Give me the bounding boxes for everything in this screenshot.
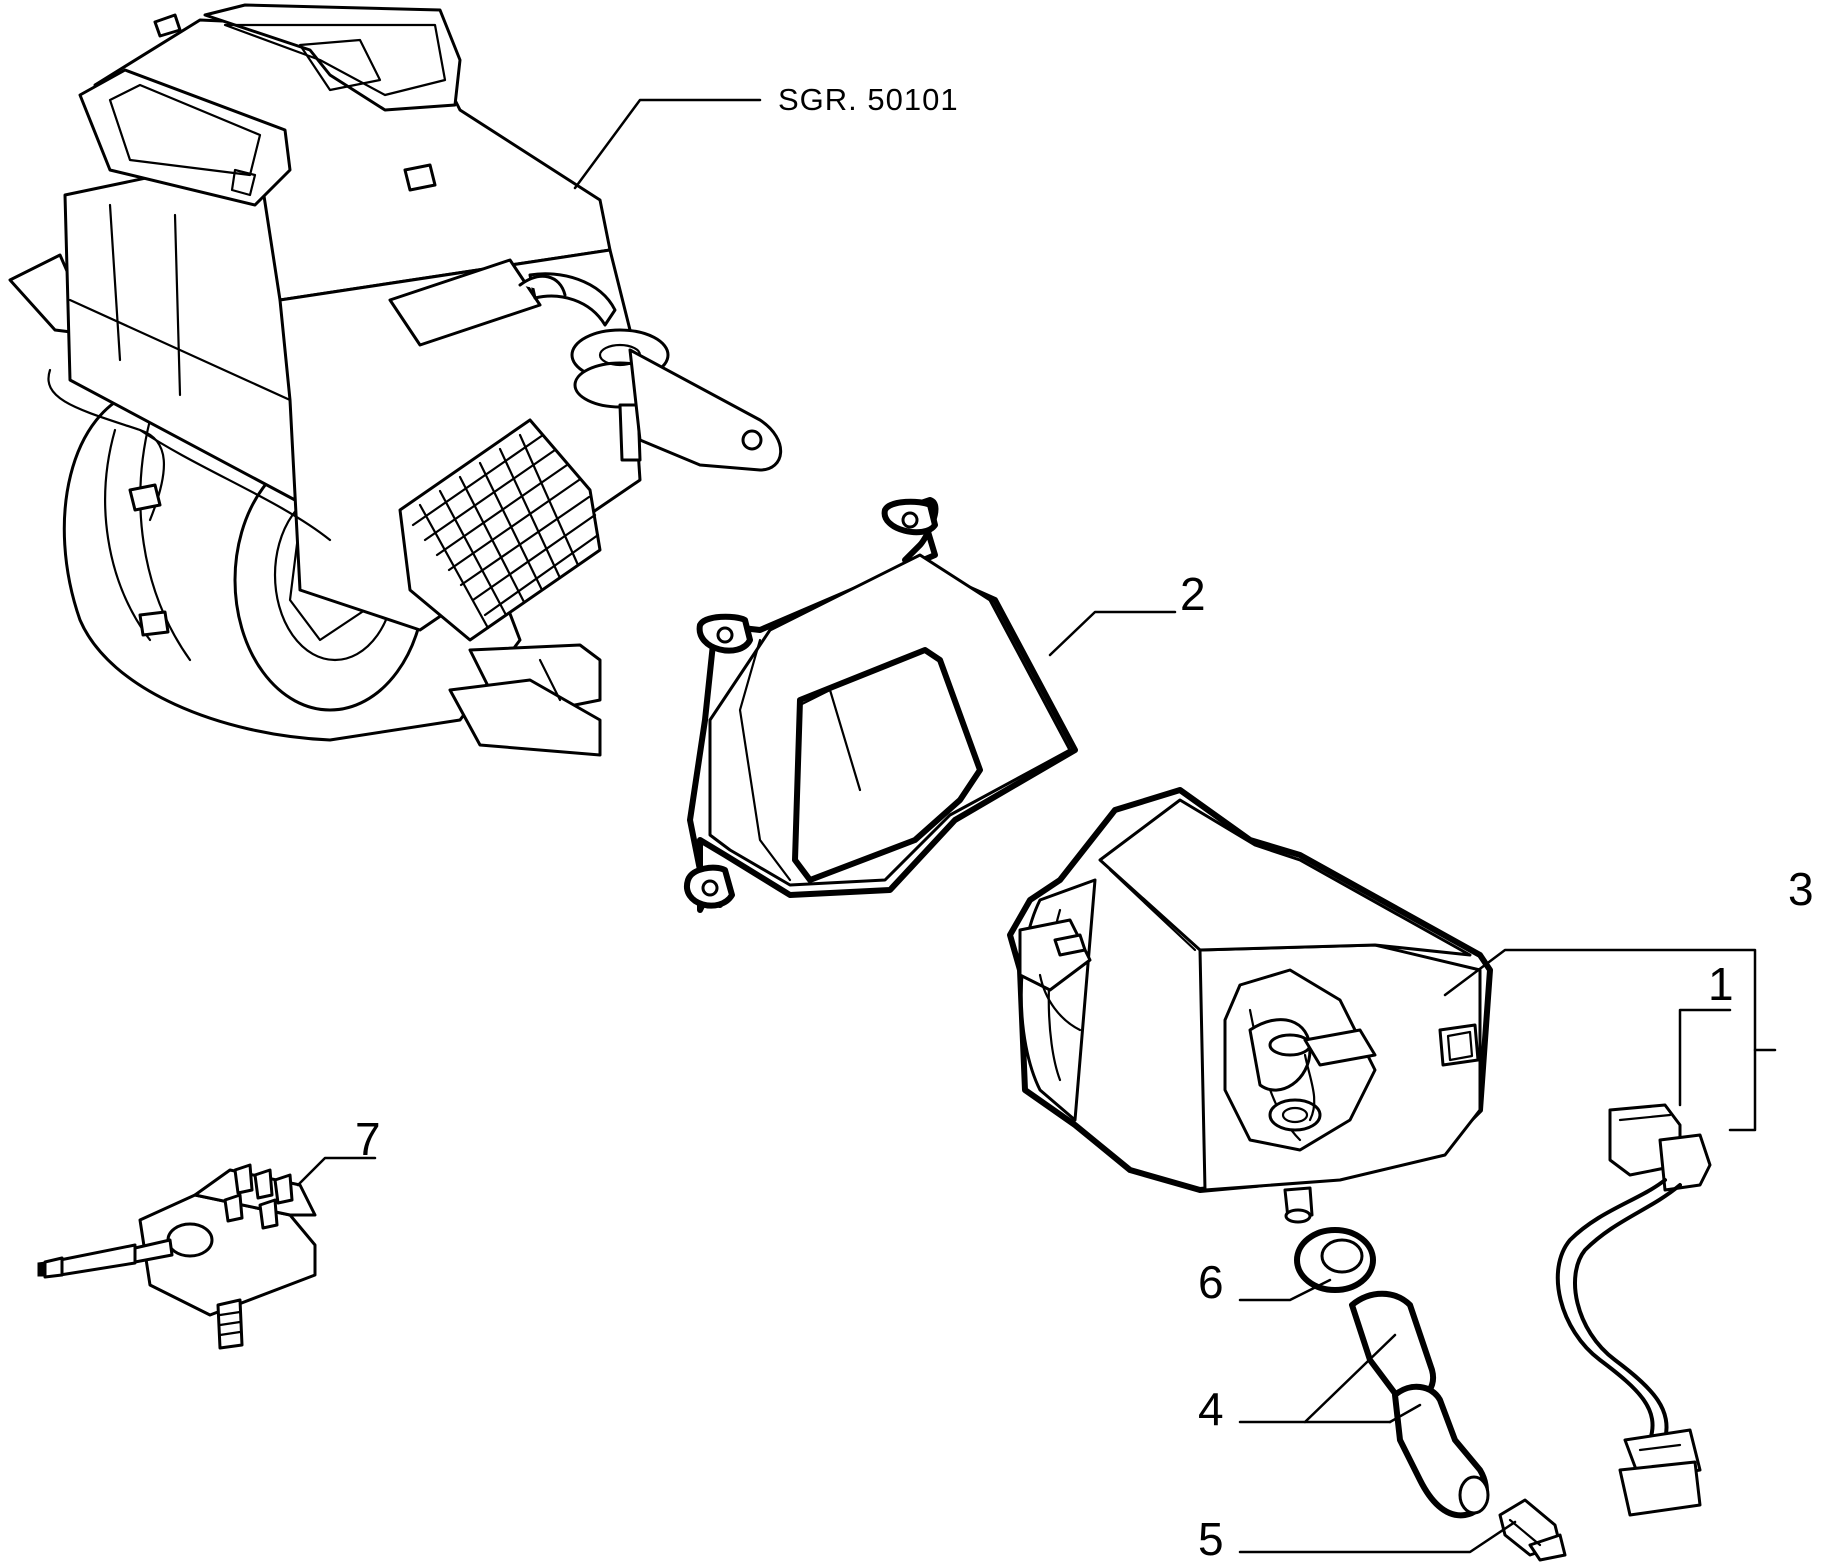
reference-label: SGR. 50101 [778, 82, 959, 117]
part-6-grommet [1294, 1227, 1376, 1293]
callout-5: 5 [1198, 1513, 1224, 1563]
callout-1: 1 [1708, 958, 1734, 1010]
callout-7: 7 [355, 1113, 381, 1165]
part-5-sensor [1498, 1498, 1567, 1562]
callout-6: 6 [1198, 1256, 1224, 1308]
heater-blower-assembly [8, 3, 783, 757]
heater-core-grid [398, 418, 602, 642]
labels: SGR. 50101 2 3 1 6 4 5 7 [355, 82, 1814, 1563]
part-2-duct-cover [683, 497, 1078, 913]
leader-5 [1238, 1520, 1517, 1554]
leader-4c [1388, 1403, 1422, 1424]
leader-3 [1443, 948, 1757, 1132]
leader-2 [1048, 610, 1177, 657]
leader-1 [1678, 1008, 1732, 1107]
callout-2: 2 [1180, 568, 1206, 620]
leader-6 [1238, 1278, 1332, 1302]
part-7-switch [37, 1163, 317, 1350]
leader-sgr [573, 98, 762, 190]
leader-7 [296, 1156, 377, 1187]
leader-lines [296, 98, 1777, 1554]
part-3-resistor-housing [1007, 787, 1493, 1224]
part-1-wiring-harness [1555, 1103, 1712, 1517]
callout-3: 3 [1788, 863, 1814, 915]
part-4-hoses [1349, 1290, 1490, 1519]
callout-4: 4 [1198, 1383, 1224, 1435]
